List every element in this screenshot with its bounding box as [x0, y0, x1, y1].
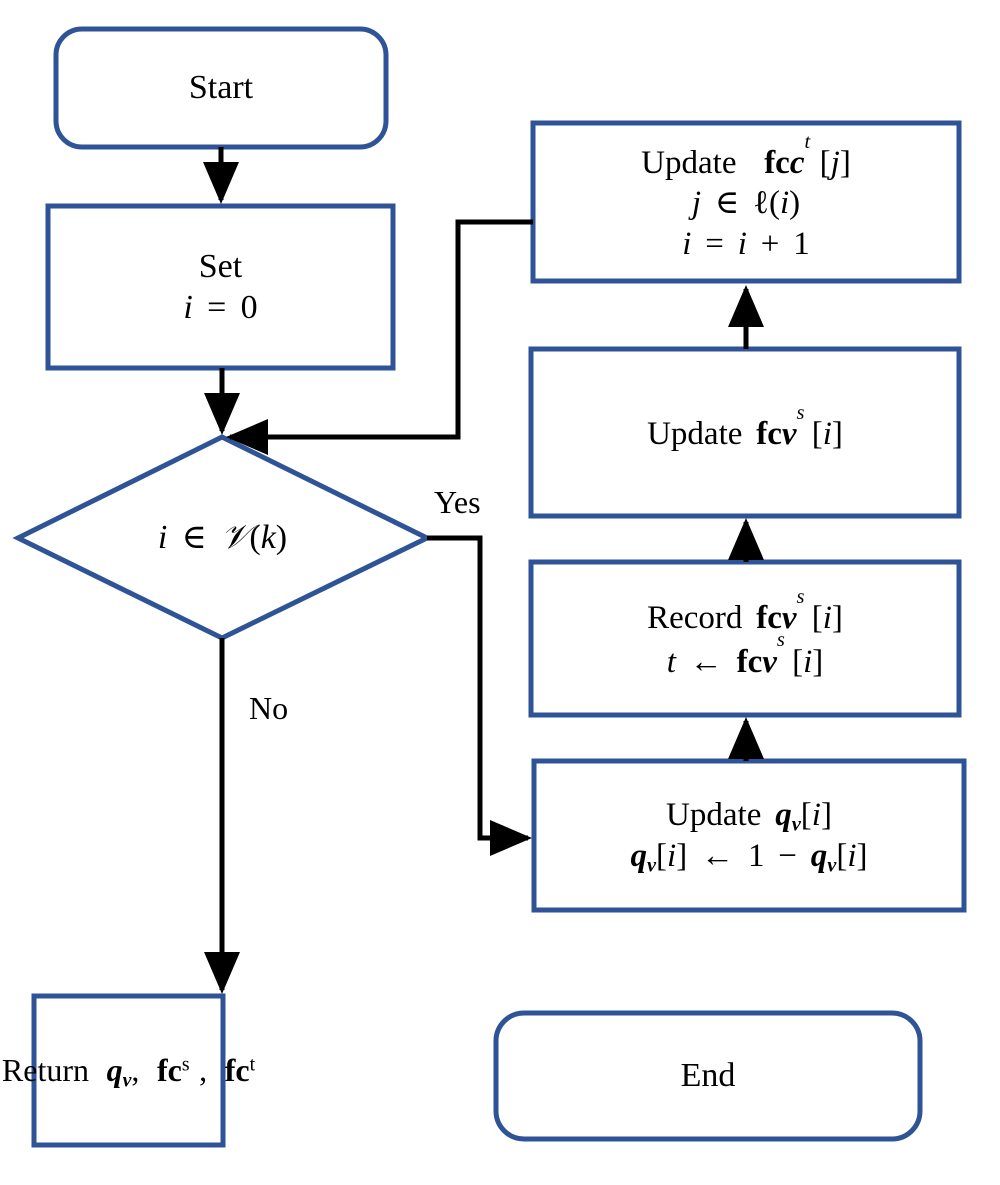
node-decision-shape	[12, 434, 433, 641]
edge-update-fc-c-t-to-decision	[225, 219, 533, 455]
node-set-i-shape	[45, 203, 396, 371]
node-end-shape	[493, 1010, 923, 1142]
edge-decision-yes-to-update-q-v	[427, 535, 533, 857]
node-return-shape	[31, 993, 226, 1148]
node-record-fc-v-s-shape	[528, 559, 962, 718]
edge-label-yes: Yes	[434, 484, 481, 520]
node-update-q-v-shape	[531, 758, 967, 913]
edge-label-no: No	[249, 690, 289, 726]
node-start-shape	[53, 26, 389, 150]
node-update-fc-c-t-shape	[530, 120, 962, 284]
node-update-fc-v-s-shape	[528, 346, 962, 519]
